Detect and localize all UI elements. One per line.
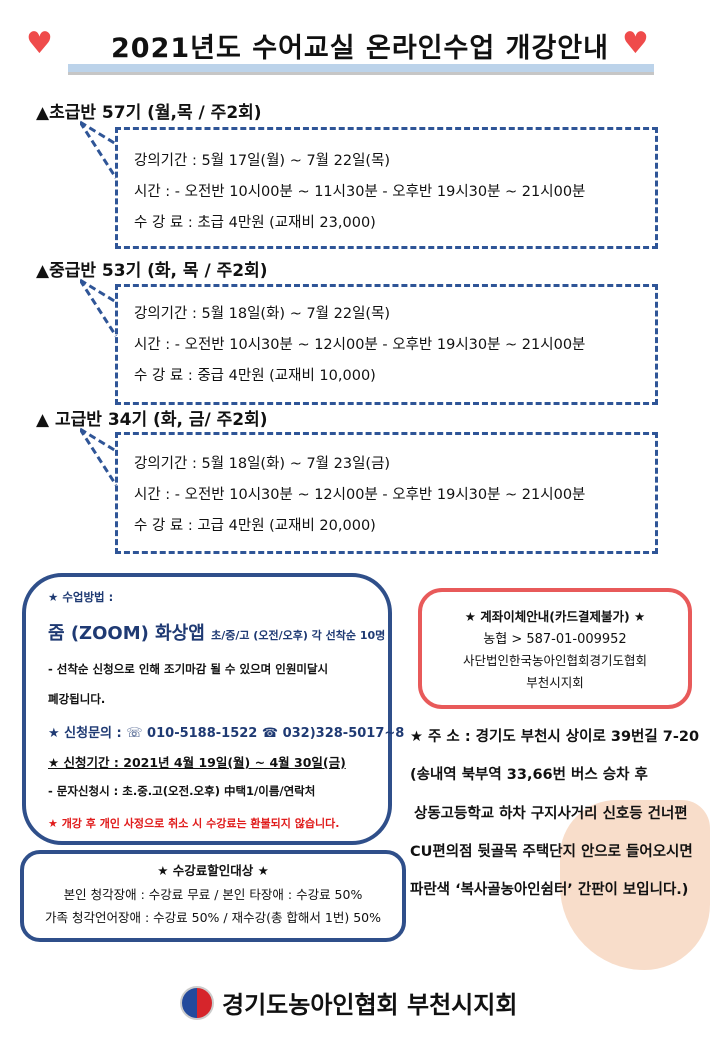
account-number: 농협 > 587-01-009952 xyxy=(483,632,627,647)
zoom-note: 초/중/고 (오전/오후) 각 선착순 10명 xyxy=(211,629,386,642)
method-heading: ★ 수업방법 : xyxy=(48,590,114,604)
period: 강의기간 : 5월 17일(월) ~ 7월 22일(목) xyxy=(134,153,391,169)
sms-apply: - 문자신청시 : 초.중.고(오전.오후) 中택1/이름/연락처 xyxy=(48,784,316,798)
hand-illustration xyxy=(560,800,710,970)
fee: 수 강 료 : 중급 4만원 (교재비 10,000) xyxy=(134,368,376,384)
discount-line: 가족 청각언어장애 : 수강료 50% / 재수강(총 합해서 1번) 50% xyxy=(45,910,381,925)
class-heading-beginner: ▲초급반 57기 (월,목 / 주2회) xyxy=(36,103,262,123)
time: 시간 : - 오전반 10시30분 ~ 12시00분 - 오후반 19시30분 … xyxy=(134,337,586,353)
heart-icon: ♥ xyxy=(26,26,53,61)
method-box: ★ 수업방법 : 줌 (ZOOM) 화상앱 초/중/고 (오전/오후) 각 선착… xyxy=(22,573,404,845)
address-line: (송내역 북부역 33,66번 버스 승차 후 xyxy=(410,767,648,783)
class-box-intermediate: 강의기간 : 5월 18일(화) ~ 7월 22일(목) 시간 : - 오전반 … xyxy=(115,284,658,405)
footer: 경기도농아인협회 부천시지회 xyxy=(180,985,517,1020)
address-line: 상동고등학교 하차 구지사거리 신호등 건너편 xyxy=(414,806,688,822)
time: 시간 : - 오전반 10시00분 ~ 11시30분 - 오후반 19시30분 … xyxy=(134,184,586,200)
class-heading-advanced: ▲ 고급반 34기 (화, 금/ 주2회) xyxy=(36,410,268,430)
address-line: CU편의점 뒷골목 주택단지 안으로 들어오시면 xyxy=(410,844,693,860)
zoom-line: 줌 (ZOOM) 화상앱 초/중/고 (오전/오후) 각 선착순 10명 xyxy=(48,619,385,645)
fee: 수 강 료 : 고급 4만원 (교재비 20,000) xyxy=(134,518,376,534)
period: 강의기간 : 5월 18일(화) ~ 7월 22일(목) xyxy=(134,306,391,322)
refund-warning: ★ 개강 후 개인 사정으로 취소 시 수강료는 환불되지 않습니다. xyxy=(48,817,340,830)
fee: 수 강 료 : 초급 4만원 (교재비 23,000) xyxy=(134,215,376,231)
inquiry: ★ 신청문의 : ☏ 010-5188-1522 ☎ 032)328-5017~… xyxy=(48,726,405,741)
discount-box: ★ 수강료할인대상 ★ 본인 청각장애 : 수강료 무료 / 본인 타장애 : … xyxy=(20,850,406,942)
callout-tail xyxy=(80,278,118,337)
heart-icon: ♥ xyxy=(622,26,649,61)
account-holder: 부천시지회 xyxy=(526,675,584,690)
account-holder: 사단법인한국농아인협회경기도협회 xyxy=(462,653,647,668)
callout-tail xyxy=(80,120,118,179)
org-name: 경기도농아인협회 부천시지회 xyxy=(222,991,518,1019)
note: - 선착순 신청으로 인해 조기마감 될 수 있으며 인원미달시 xyxy=(48,662,329,676)
discount-line: 본인 청각장애 : 수강료 무료 / 본인 타장애 : 수강료 50% xyxy=(63,887,363,902)
class-box-advanced: 강의기간 : 5월 18일(화) ~ 7월 23일(금) 시간 : - 오전반 … xyxy=(115,432,658,554)
class-heading-intermediate: ▲중급반 53기 (화, 목 / 주2회) xyxy=(36,261,268,281)
account-box: ★ 계좌이체안내(카드결제불가) ★ 농협 > 587-01-009952 사단… xyxy=(418,588,692,709)
account-heading: ★ 계좌이체안내(카드결제불가) ★ xyxy=(464,609,646,624)
zoom-label: 줌 (ZOOM) 화상앱 xyxy=(48,623,205,644)
title-underline xyxy=(68,64,654,72)
association-logo-icon xyxy=(180,985,214,1020)
time: 시간 : - 오전반 10시30분 ~ 12시00분 - 오후반 19시30분 … xyxy=(134,487,586,503)
class-box-beginner: 강의기간 : 5월 17일(월) ~ 7월 22일(목) 시간 : - 오전반 … xyxy=(115,127,658,249)
page-title: 2021년도 수어교실 온라인수업 개강안내 xyxy=(111,33,609,64)
apply-period: ★ 신청기간 : 2021년 4월 19일(월) ~ 4월 30일(금) xyxy=(48,755,346,770)
address-line: 파란색 ‘복사골농아인쉼터’ 간판이 보입니다.) xyxy=(410,882,689,898)
discount-heading: ★ 수강료할인대상 ★ xyxy=(157,863,269,878)
period: 강의기간 : 5월 18일(화) ~ 7월 23일(금) xyxy=(134,456,391,472)
address-line: ★ 주 소 : 경기도 부천시 상이로 39번길 7-20 xyxy=(410,729,700,745)
callout-tail xyxy=(80,427,118,486)
note: 폐강됩니다. xyxy=(48,692,106,706)
